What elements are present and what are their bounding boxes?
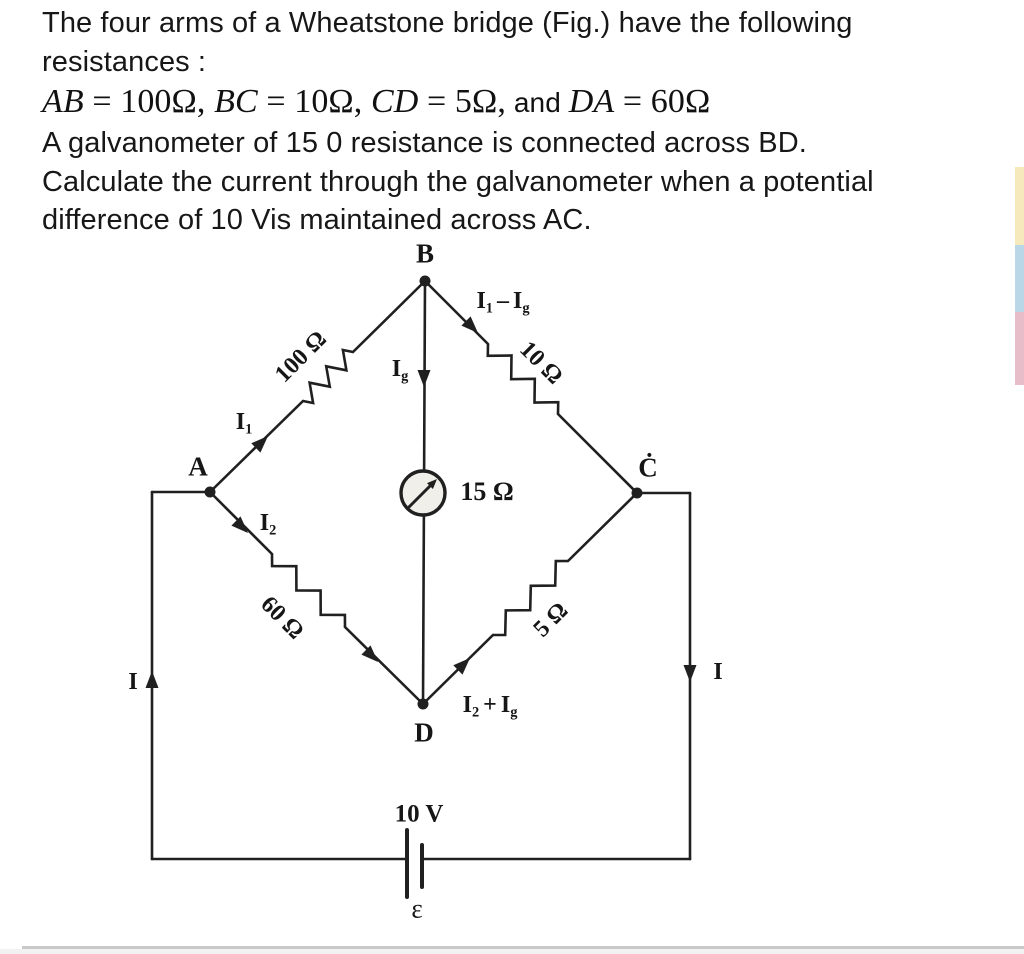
galvanometer-label: 15 Ω: [460, 477, 514, 506]
question-line-1: The four arms of a Wheatstone bridge (Fi…: [42, 7, 853, 39]
bottom-divider: [22, 946, 1024, 949]
eq-var-cd: CD: [371, 83, 419, 120]
question-line-2: resistances :: [42, 45, 207, 78]
arrow-current-ig: [417, 370, 431, 387]
question-line-4: A galvanometer of 15 0 resistance is con…: [42, 127, 807, 159]
arrow-current-into-d: [361, 645, 378, 662]
eq-var-ab: AB: [42, 83, 84, 120]
wire-ab-upper: [351, 279, 427, 354]
resistor-ad: [270, 553, 347, 628]
arrow-current-i1-minus-ig: [461, 316, 478, 333]
wire-ad-lower: [343, 625, 425, 706]
node-b-dot: [419, 275, 431, 287]
resistor-dc: [492, 559, 569, 637]
current-i-right-label: I: [713, 659, 723, 685]
node-a-label: A: [188, 451, 208, 482]
question-line-6: difference of 10 Vis maintained across A…: [42, 204, 592, 236]
eq-var-bc: BC: [214, 83, 258, 120]
eq-conjunction: and: [505, 87, 569, 118]
battery-emf-label: ε: [411, 893, 423, 924]
eq-var-da: DA: [568, 83, 615, 120]
arrow-current-i-left-up: [145, 671, 159, 688]
eq-val-bc: = 10Ω,: [257, 83, 371, 120]
current-i2-label: I2: [259, 510, 277, 539]
node-b-label: B: [415, 238, 435, 269]
current-i1-label: I1: [235, 409, 253, 438]
wire-bc-lower: [556, 412, 639, 495]
current-i2-plus-ig-label: I2+Ig: [462, 692, 518, 721]
edge-strip-blue: [1015, 245, 1024, 312]
wire-bc-upper: [423, 279, 490, 346]
battery-voltage-label: 10 V: [394, 800, 444, 828]
node-a-dot: [204, 486, 216, 498]
node-d-label: D: [414, 717, 434, 748]
arrow-current-i2-plus-ig: [453, 658, 470, 675]
arrow-current-i2: [231, 516, 248, 533]
resistance-equation: AB = 100Ω, BC = 10Ω, CD = 5Ω, and DA = 6…: [42, 81, 992, 124]
arrow-current-i-right-down: [683, 665, 697, 682]
wire-dc-upper: [566, 491, 639, 563]
galvanometer-needle: [407, 483, 433, 509]
eq-val-ab: = 100Ω,: [83, 83, 215, 120]
current-i1-minus-ig-label: I1–Ig: [476, 288, 530, 317]
current-ig-label: Ig: [391, 356, 409, 385]
galvanometer-needle-tip: [427, 479, 437, 489]
node-c-dot: [631, 487, 643, 499]
question-line-5: Calculate the current through the galvan…: [42, 165, 874, 198]
eq-val-cd: = 5Ω,: [418, 83, 506, 120]
bottom-margin: [0, 949, 1024, 954]
current-i-left-label: I: [128, 669, 138, 695]
eq-val-da: = 60Ω: [614, 83, 711, 120]
node-c-label: Ċ: [638, 452, 658, 483]
resistor-ab: [302, 348, 354, 405]
edge-strip-yellow: [1015, 167, 1024, 245]
arrow-current-i1: [251, 436, 268, 453]
question-text: The four arms of a Wheatstone bridge (Fi…: [42, 4, 992, 240]
resistor-bc: [486, 343, 560, 415]
edge-strip-pink: [1015, 312, 1024, 385]
node-d-dot: [417, 698, 429, 710]
